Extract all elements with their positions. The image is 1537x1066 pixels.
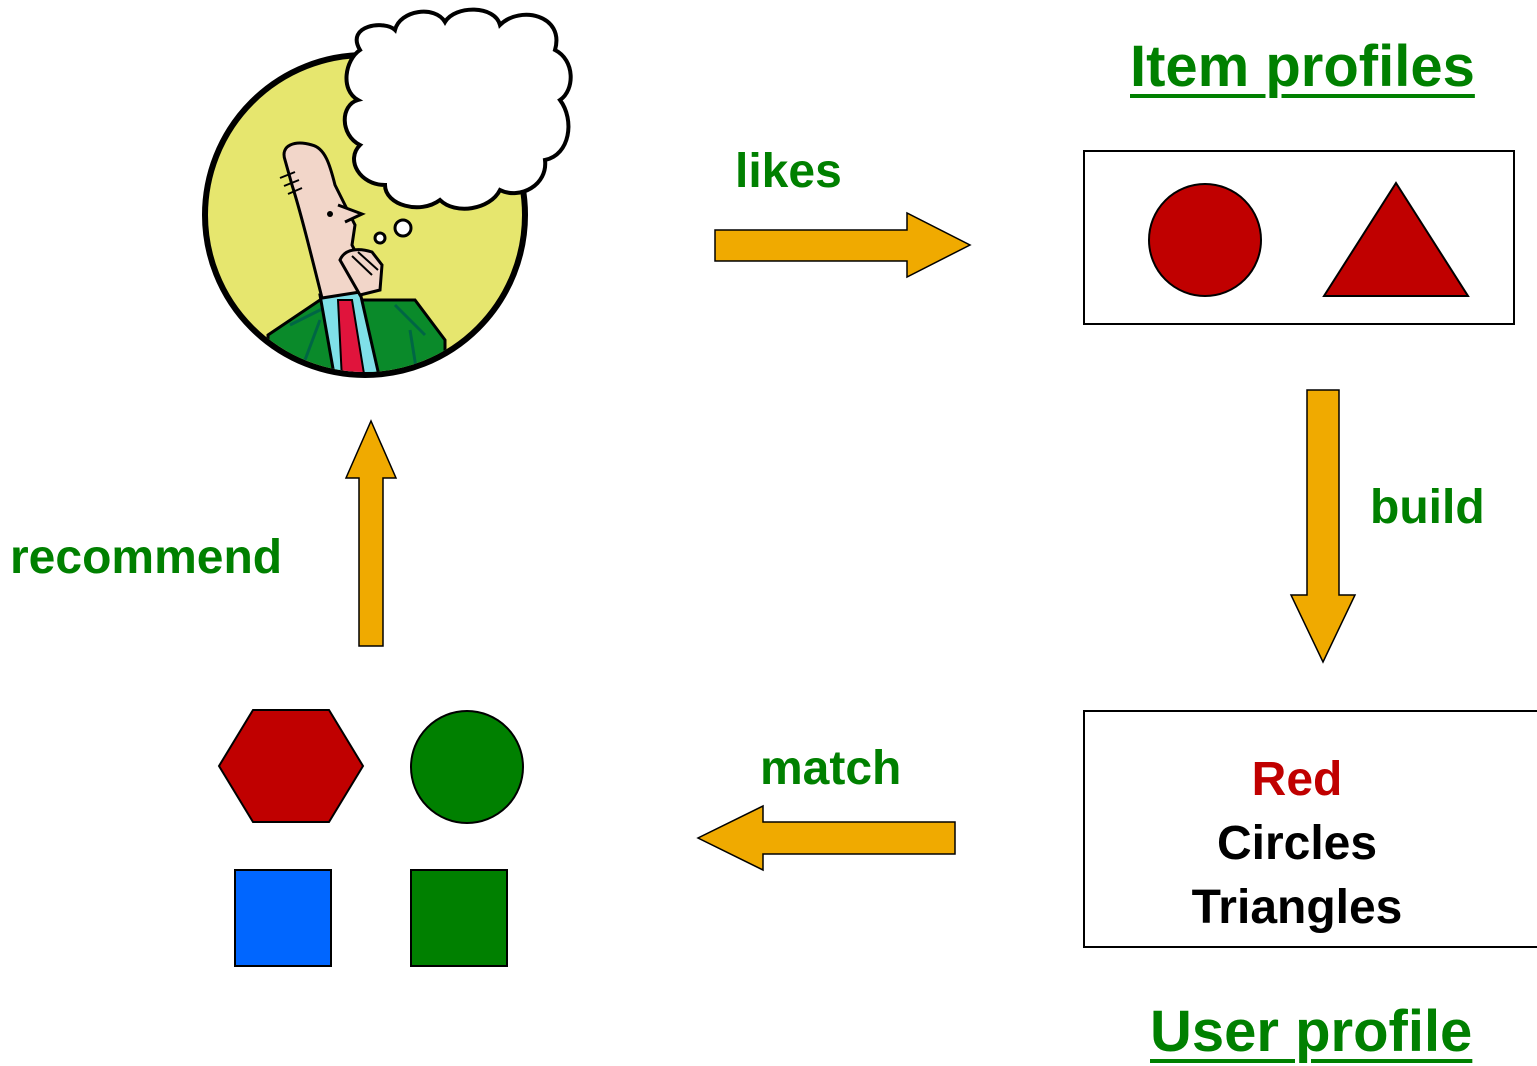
profile-line-circles: Circles [1216,817,1378,870]
blue-square-icon [234,869,332,967]
build-arrow [1289,389,1357,664]
profile-line-red: Red [1251,753,1343,806]
recommend-arrow [344,419,398,647]
red-triangle-icon [1322,181,1470,297]
green-square-icon [410,869,508,967]
build-label: build [1370,481,1485,534]
match-arrow [696,804,956,872]
green-circle-icon [410,710,524,824]
likes-label: likes [735,145,842,198]
profile-line-triangles: Triangles [1191,881,1403,934]
recommend-label: recommend [10,531,283,584]
user-profile-heading: User profile [1150,999,1473,1064]
item-profiles-heading: Item profiles [1130,34,1475,99]
match-label: match [760,742,902,795]
item-profiles-box [1083,150,1515,325]
likes-arrow [714,211,972,279]
thinking-user-icon [202,7,573,378]
user-profile-box: Red Circles Triangles [1083,710,1537,948]
red-hexagon-icon [217,709,365,823]
red-circle-icon [1148,183,1262,297]
